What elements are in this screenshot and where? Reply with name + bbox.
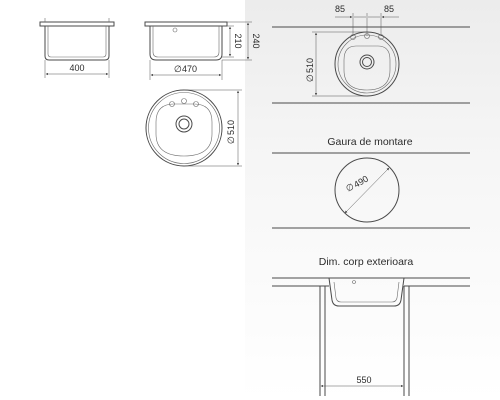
dim-depth-210: 210	[233, 33, 243, 48]
dim-diameter-510-top: 510	[226, 120, 236, 135]
background-panel	[245, 0, 500, 400]
cutout-circle	[334, 157, 400, 223]
cabinet-section-view: 550	[272, 277, 470, 396]
diameter-symbol: ∅	[174, 64, 182, 74]
dim-tap-offset-left-85: 85	[335, 4, 345, 14]
dim-diameter-510-side: 510	[305, 58, 315, 73]
dim-depth-400: 400	[69, 63, 84, 73]
tap-hole-right	[193, 101, 199, 107]
exterior-body-label: Dim. corp exterioara	[319, 256, 414, 268]
dim-tap-offset-right-85: 85	[384, 4, 394, 14]
dim-width-470: 470	[182, 64, 197, 74]
drain-outer	[175, 115, 193, 133]
tap-hole-center	[181, 98, 187, 104]
dim-cabinet-width-550: 550	[356, 375, 371, 385]
countertop-sink-view: 85 85 ∅ 510	[272, 4, 470, 104]
diameter-symbol: ∅	[305, 74, 315, 82]
top-view: ∅ 510	[145, 89, 242, 167]
dim-height-240: 240	[251, 33, 261, 48]
sink-body	[328, 277, 405, 307]
diameter-symbol: ∅	[226, 136, 236, 144]
mounting-hole-label: Gaura de montare	[327, 136, 412, 148]
side-view-depth: 400	[39, 18, 115, 78]
front-view: ∅ 470 210 240	[144, 21, 261, 80]
drain-inner	[178, 118, 190, 130]
diameter-symbol: ∅	[344, 181, 356, 194]
tap-hole-left	[169, 101, 175, 107]
